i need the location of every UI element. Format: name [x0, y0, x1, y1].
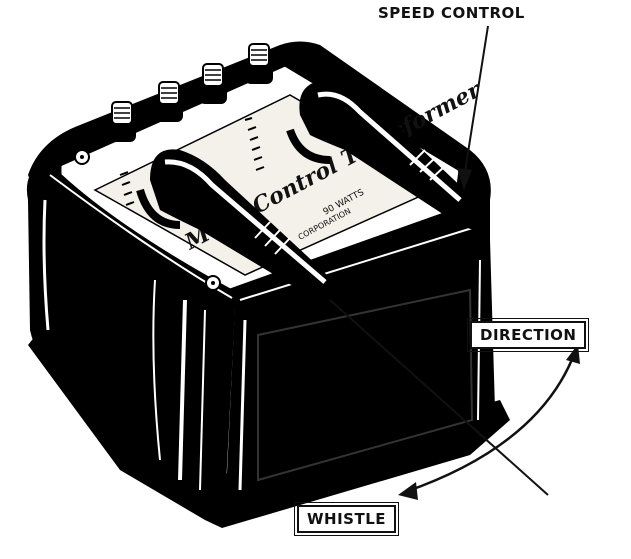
callout-lines — [329, 25, 580, 500]
speed-control-lever — [286, 80, 490, 231]
speed-control-label: SPEED CONTROL — [378, 4, 525, 22]
binding-post-icons — [108, 43, 273, 142]
arrow-left-icon — [398, 482, 418, 500]
whistle-label: WHISTLE — [293, 502, 400, 536]
direction-label: DIRECTION — [466, 318, 590, 352]
arrow-up-icon — [566, 344, 580, 364]
whistle-lever — [136, 149, 340, 304]
arrow-down-icon — [457, 168, 472, 190]
